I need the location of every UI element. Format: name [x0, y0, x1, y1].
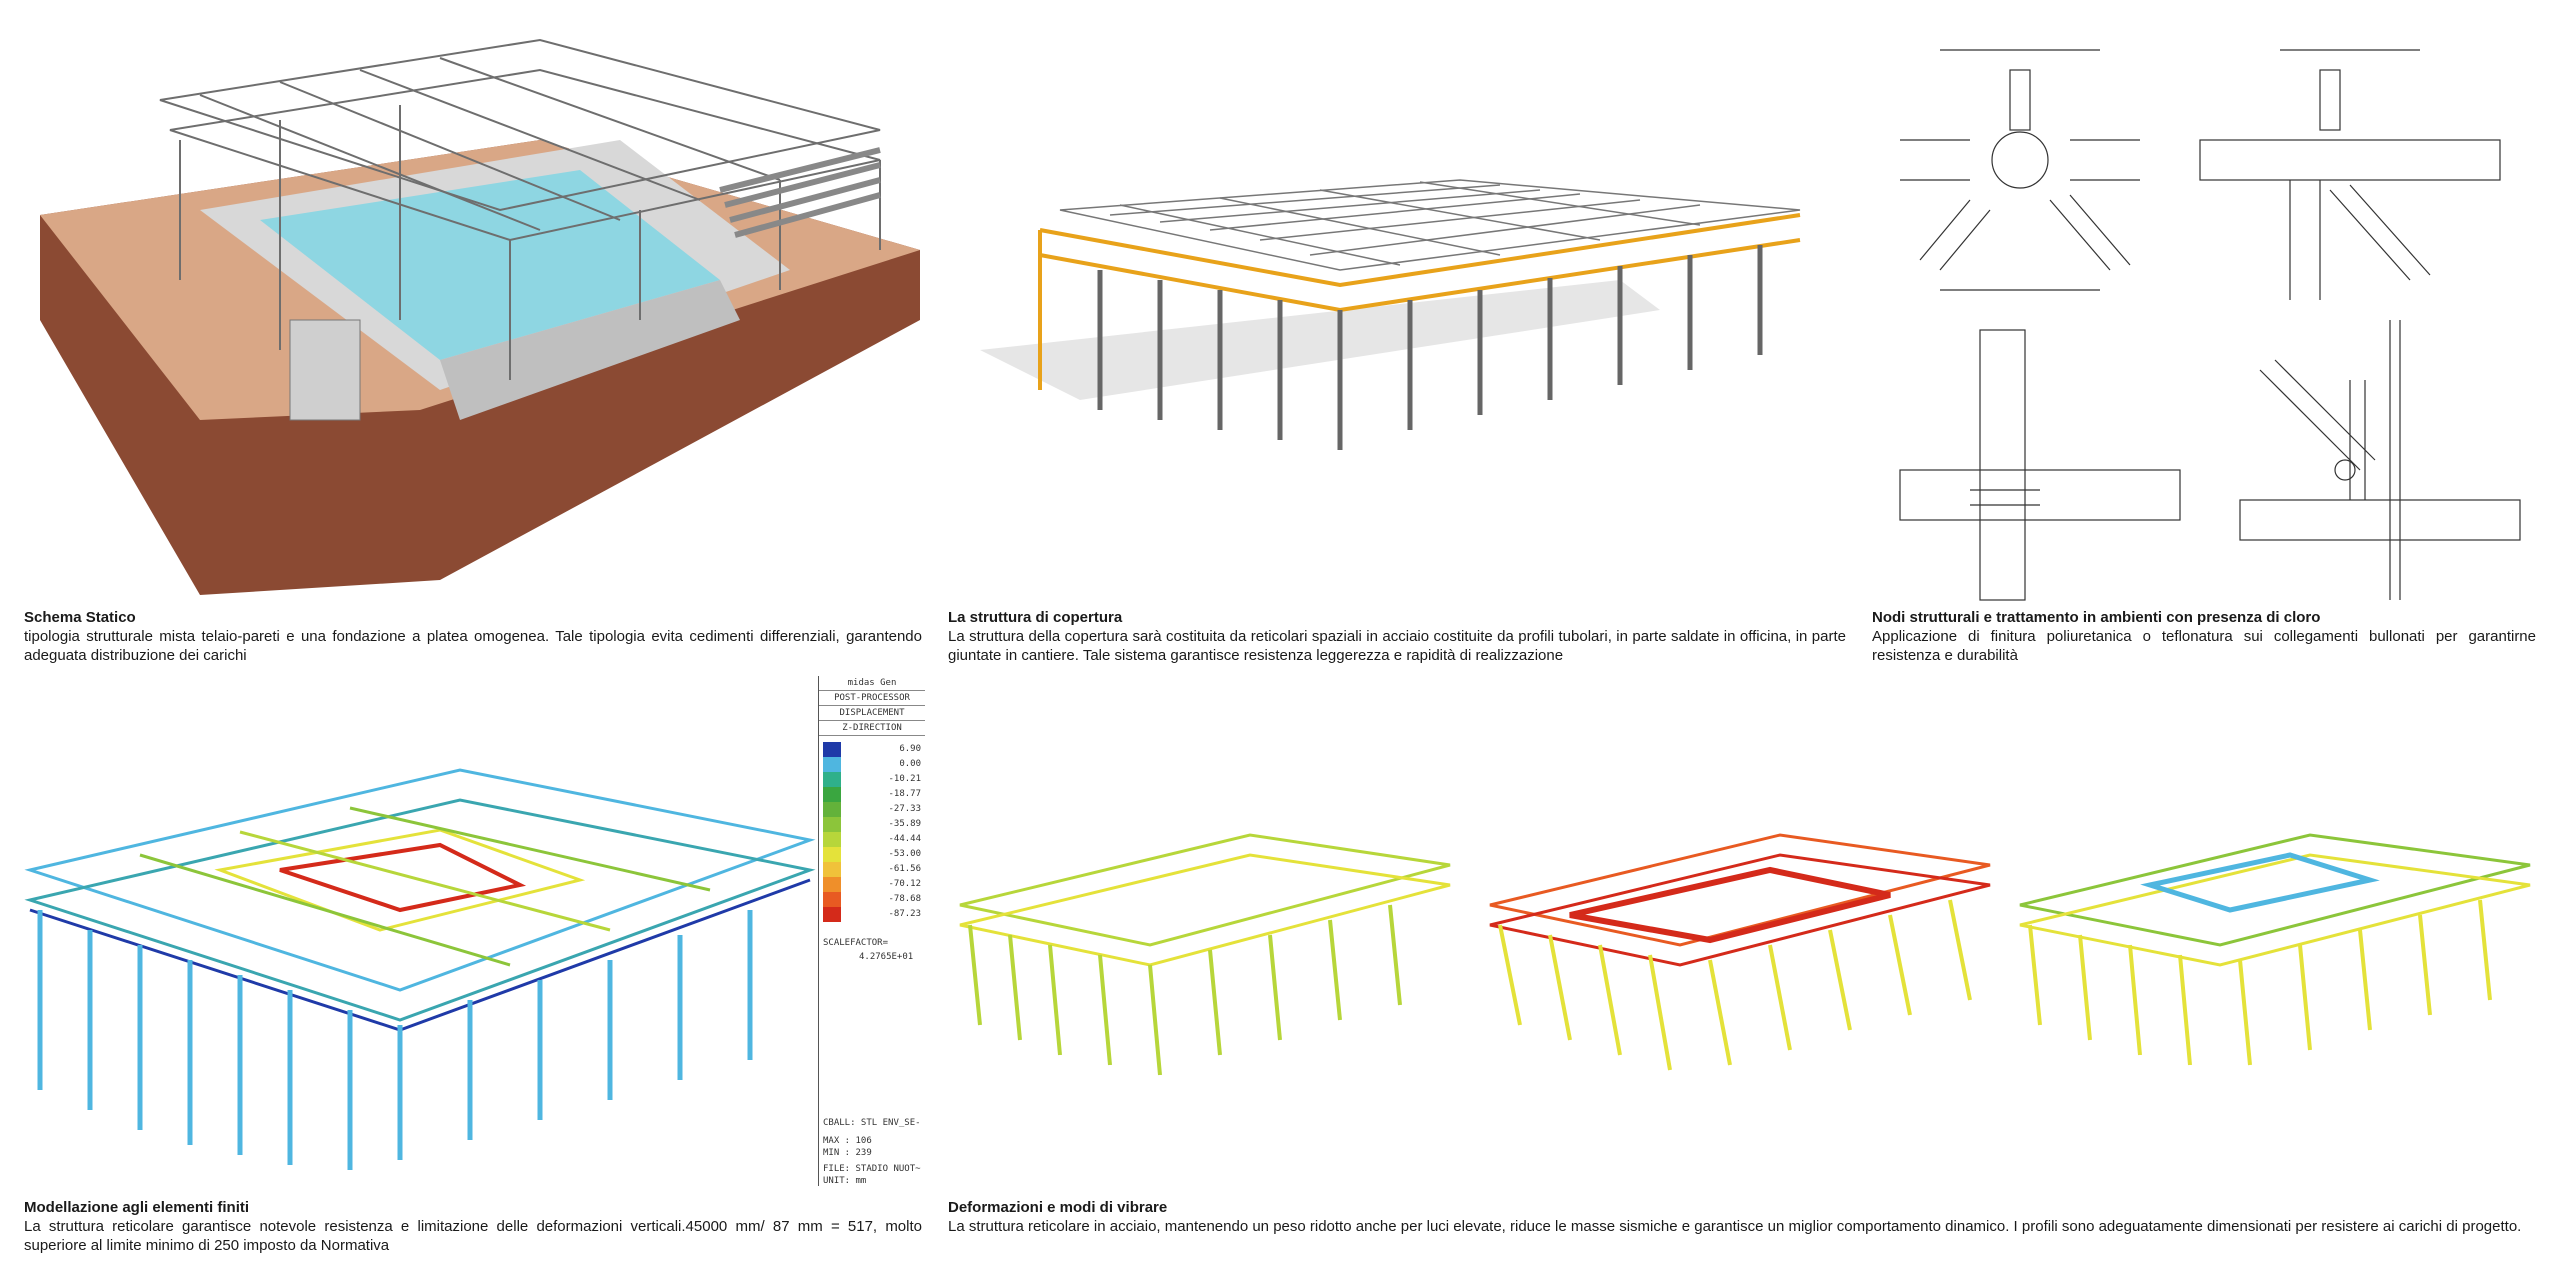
schema-statico-render	[20, 20, 940, 595]
legend-value: -35.89	[888, 819, 921, 829]
legend-value: 6.90	[899, 744, 921, 754]
legend-value: -53.00	[888, 849, 921, 859]
legend-swatch	[823, 877, 841, 892]
legend-scale-value: 4.2765E+01	[859, 952, 914, 962]
caption-title: Modellazione agli elementi finiti	[24, 1199, 250, 1216]
legend-swatch	[823, 742, 841, 757]
caption-title: La struttura di copertura	[948, 609, 1123, 626]
caption-fem: Modellazione agli elementi finiti La str…	[24, 1198, 922, 1255]
caption-title: Nodi strutturali e trattamento in ambien…	[1872, 609, 2321, 626]
legend-swatch	[823, 892, 841, 907]
legend-module: POST-PROCESSOR	[819, 691, 925, 706]
legend-value: -61.56	[888, 864, 921, 874]
legend-value: -44.44	[888, 834, 921, 844]
caption-text: Applicazione di finitura poliuretanica o…	[1872, 628, 2536, 664]
legend-scale: 6.90 0.00 -10.21 -18.77 -27.33 -35.89 -44.44 -5…	[819, 742, 925, 922]
legend-result: DISPLACEMENT	[819, 706, 925, 721]
caption-schema-statico: Schema Statico tipologia strutturale mis…	[24, 608, 922, 665]
legend-direction: Z-DIRECTION	[819, 721, 925, 736]
caption-modi: Deformazioni e modi di vibrare La strutt…	[948, 1198, 2536, 1236]
caption-copertura: La struttura di copertura La struttura d…	[948, 608, 1846, 665]
copertura-render	[960, 160, 1810, 480]
legend-software: midas Gen	[819, 676, 925, 691]
legend-row: -61.56	[819, 862, 925, 877]
legend-row: -27.33	[819, 802, 925, 817]
legend-row: -78.68	[819, 892, 925, 907]
legend-value: -18.77	[888, 789, 921, 799]
legend-value: -78.68	[888, 894, 921, 904]
caption-title: Deformazioni e modi di vibrare	[948, 1199, 1168, 1216]
legend-scale-label: SCALEFACTOR=	[823, 938, 889, 948]
legend-value: 0.00	[899, 759, 921, 769]
caption-nodi: Nodi strutturali e trattamento in ambien…	[1872, 608, 2536, 665]
legend-row: -53.00	[819, 847, 925, 862]
legend-swatch	[823, 847, 841, 862]
legend-min: MIN : 239	[823, 1148, 872, 1158]
nodi-drawings	[1880, 30, 2540, 610]
caption-title: Schema Statico	[24, 609, 136, 626]
legend-row: -70.12	[819, 877, 925, 892]
caption-text: La struttura reticolare in acciaio, mant…	[948, 1218, 2522, 1235]
legend-swatch	[823, 772, 841, 787]
legend-value: -10.21	[888, 774, 921, 784]
legend-swatch	[823, 757, 841, 772]
legend-swatch	[823, 817, 841, 832]
legend-value: -70.12	[888, 879, 921, 889]
vibration-modes-renders	[950, 825, 2540, 1105]
legend-swatch	[823, 862, 841, 877]
legend-swatch	[823, 907, 841, 922]
legend-row: -87.23	[819, 907, 925, 922]
legend-cbali: CBALL: STL ENV_SE-	[823, 1118, 921, 1128]
legend-swatch	[823, 802, 841, 817]
legend-swatch	[823, 787, 841, 802]
legend-row: -35.89	[819, 817, 925, 832]
legend-row: -10.21	[819, 772, 925, 787]
legend-row: 0.00	[819, 757, 925, 772]
fem-model-render	[20, 760, 820, 1180]
caption-text: tipologia strutturale mista telaio-paret…	[24, 628, 922, 664]
legend-max: MAX : 106	[823, 1136, 872, 1146]
legend-file: FILE: STADIO NUOT~	[823, 1164, 921, 1174]
legend-row: 6.90	[819, 742, 925, 757]
caption-text: La struttura della copertura sarà costit…	[948, 628, 1846, 664]
legend-value: -27.33	[888, 804, 921, 814]
legend-value: -87.23	[888, 909, 921, 919]
displacement-legend: midas Gen POST-PROCESSOR DISPLACEMENT Z-…	[818, 676, 925, 1186]
legend-swatch	[823, 832, 841, 847]
legend-row: -18.77	[819, 787, 925, 802]
legend-unit: UNIT: mm	[823, 1176, 867, 1186]
legend-row: -44.44	[819, 832, 925, 847]
caption-text: La struttura reticolare garantisce notev…	[24, 1218, 922, 1254]
